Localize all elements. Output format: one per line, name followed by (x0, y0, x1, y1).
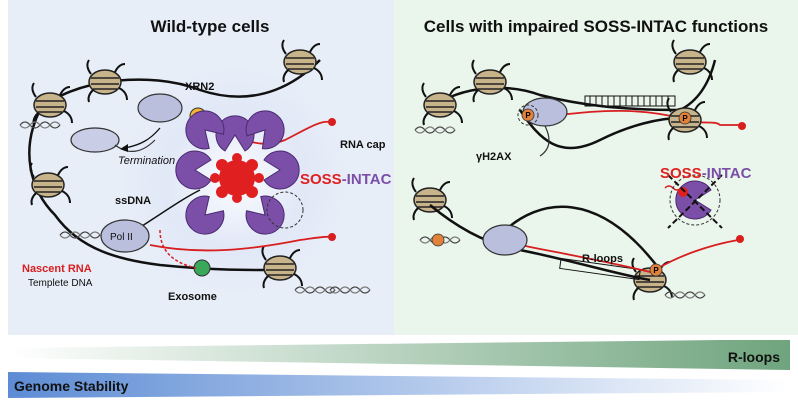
label-nascent-rna: Nascent RNA (22, 263, 92, 275)
label-intac: -INTAC (342, 171, 392, 188)
exosome-rna (159, 229, 197, 269)
r-loops-bar (10, 340, 790, 370)
label-ssdna: ssDNA (115, 195, 151, 207)
soss-condensate (210, 153, 264, 203)
soss-intac-callout (266, 191, 304, 229)
phospho-p-label: P (653, 266, 659, 275)
label-pol2: Pol II (110, 232, 133, 243)
rna-cap (738, 122, 746, 130)
label-termination: Termination (118, 155, 175, 167)
termination-arrow (124, 127, 161, 149)
soss-subunit (678, 187, 688, 197)
label-soss: SOSS (660, 165, 702, 182)
label-rna-cap: RNA cap (340, 139, 386, 151)
label-gamma-h2ax: γH2AX (476, 151, 512, 163)
pol2-tail (114, 139, 156, 152)
label-intac: -INTAC (702, 165, 752, 182)
left-panel-title: Wild-type cells (151, 17, 270, 36)
rna-cap-2 (328, 233, 336, 241)
dna-loop-top (518, 109, 681, 150)
soss-intac-inactive (664, 174, 723, 229)
pol2-bottom (482, 224, 528, 256)
exosome-protein (193, 259, 211, 277)
nascent-rna-tail-bottom (654, 239, 739, 271)
r-loop-hybrid-top (584, 95, 676, 107)
termination-arrowhead (120, 144, 128, 152)
nascent-rna-top (559, 109, 681, 119)
pol2-tail (539, 125, 550, 157)
genome-stability-bar (8, 372, 788, 398)
dna-strand-top (429, 59, 717, 112)
nascent-rna-bottom (519, 244, 651, 273)
r-loop-hybrid-bottom (559, 257, 641, 281)
terminated-pol2 (70, 127, 120, 153)
phospho-marker (678, 111, 692, 125)
dna-strand-top (39, 59, 321, 111)
pol2-top (137, 93, 183, 123)
label-xrn2: XRN2 (185, 81, 214, 93)
cross-line (667, 174, 723, 229)
genome-stability-bar-label: Genome Stability (14, 378, 129, 394)
right-panel-bg (394, 0, 798, 335)
right-diagram: P P P γH2AX SOSS-INTAC R-loops (411, 39, 752, 301)
right-panel-title: Cells with impaired SOSS-INTAC functions (424, 17, 768, 36)
label-r-loops: R-loops (582, 253, 623, 265)
label-soss-intac: SOSS-INTAC (300, 171, 392, 188)
soss-intac-callout (669, 174, 721, 226)
label-exosome: Exosome (168, 291, 217, 303)
phospho-p-label: P (682, 114, 688, 123)
r-loop-hatch-top (589, 96, 669, 106)
gamma-h2ax-callout (517, 104, 539, 126)
phospho-p-label: P (525, 111, 531, 120)
label-soss-intac: SOSS-INTAC (660, 165, 752, 182)
rna-cap (328, 118, 336, 126)
nascent-rna-bottom (149, 235, 331, 252)
rna-cap-2 (736, 235, 744, 243)
phospho-marker (431, 233, 445, 247)
label-template-dna: Templete DNA (28, 278, 93, 289)
phospho-marker (649, 263, 663, 277)
dna-loop-bottom (499, 205, 661, 271)
pol2-bottom (100, 219, 150, 253)
label-soss: SOSS (300, 171, 342, 188)
left-diagram: XRN2 RNA cap Termination SOSS-INTAC ssDN… (19, 39, 392, 303)
r-loops-bar-label: R-loops (728, 349, 780, 365)
phospho-marker (521, 108, 535, 122)
